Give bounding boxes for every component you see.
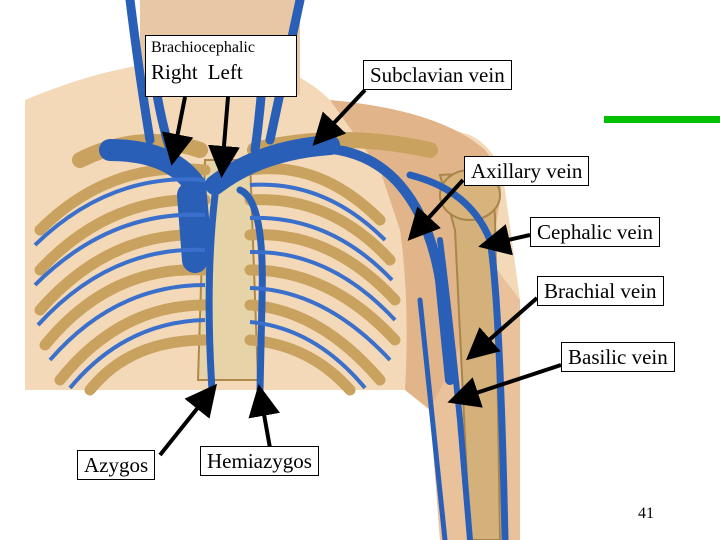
axillary-vein-label: Axillary vein <box>464 156 590 187</box>
arrow-cephalic <box>478 224 531 256</box>
brachiocephalic-label: Brachiocephalic <box>151 39 255 56</box>
arrow-left-brachiocephalic <box>208 96 240 178</box>
arrow-subclavian <box>312 88 367 146</box>
cephalic-vein-label: Cephalic vein <box>530 217 661 248</box>
arrow-hemiazygos <box>248 384 280 449</box>
arrow-brachial <box>465 296 539 361</box>
page-number: 41 <box>638 505 654 522</box>
ribs-left <box>244 163 401 396</box>
basilic-vein-label: Basilic vein <box>561 342 675 373</box>
subclavian-vein-label: Subclavian vein <box>363 60 512 91</box>
azygos-label: Azygos <box>77 450 156 481</box>
hemiazygos-label: Hemiazygos <box>200 446 319 477</box>
arrow-axillary <box>407 178 465 241</box>
brachiocephalic-sides: Right Left <box>151 60 291 84</box>
left-label: Left <box>207 60 243 85</box>
pointer-arrows <box>158 88 562 457</box>
arrow-right-brachiocephalic <box>161 96 194 166</box>
azygos-veins <box>205 186 266 394</box>
right-label: Right <box>151 60 198 85</box>
arrow-basilic <box>447 363 562 408</box>
intercostal-veins <box>33 177 397 390</box>
brachiocephalic-label-box: Brachiocephalic Right Left <box>145 35 297 97</box>
arrow-azygos <box>158 383 217 457</box>
accent-bar <box>604 116 720 123</box>
brachial-vein-label: Brachial vein <box>537 276 664 307</box>
